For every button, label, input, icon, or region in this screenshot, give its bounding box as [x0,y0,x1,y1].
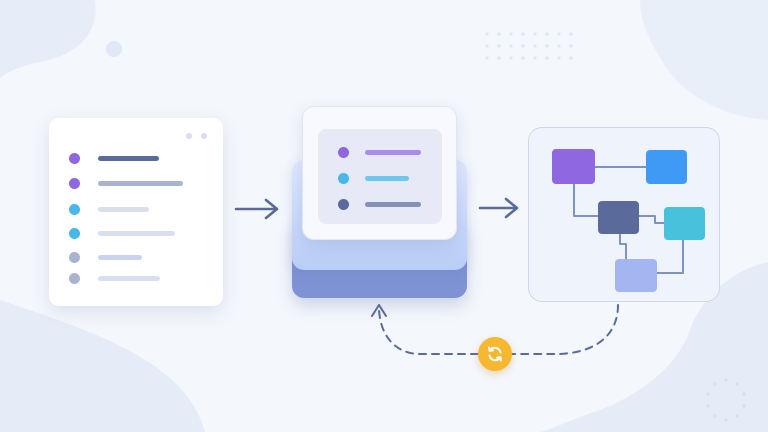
flowchart-card [528,127,720,302]
blob-bottom-left [0,300,205,432]
text-placeholder-line [365,201,421,207]
text-placeholder-line [98,275,160,281]
text-placeholder-line [98,206,149,212]
dot-ring [706,378,746,422]
source-list-card [49,118,223,306]
blob-top-right [640,0,768,120]
bullet-icon [69,177,80,189]
text-placeholder-line [98,180,183,186]
text-placeholder-line [98,230,175,236]
list-item [69,251,142,263]
list-item [69,177,183,189]
navy-node [598,201,639,234]
window-dot-icon [201,133,207,139]
text-placeholder-line [365,149,421,155]
stack-content-panel [318,129,442,224]
list-item [338,146,421,158]
bullet-icon [338,198,349,210]
bullet-icon [69,203,80,215]
list-item [69,152,159,164]
blob-bottom-right [540,262,768,432]
list-item [338,172,409,184]
text-placeholder-line [98,155,159,161]
list-item [69,203,149,215]
bullet-icon [69,152,80,164]
flowchart-connectors [573,166,684,274]
purple-node [552,149,595,184]
text-placeholder-line [98,254,142,260]
list-item [69,272,160,284]
list-item [69,227,175,239]
bullet-icon [69,227,80,239]
refresh-icon-badge [478,337,512,371]
dot-grid [485,32,573,60]
window-dot-icon [186,133,192,139]
bullet-icon [69,272,80,284]
bullet-icon [338,172,349,184]
text-placeholder-line [365,175,409,181]
refresh-icon [488,346,502,362]
blue-node [646,150,687,184]
bullet-icon [338,146,349,158]
bubble [106,41,122,57]
blob-top-left [0,0,96,78]
lavender-node [615,259,657,292]
teal-node [664,207,705,240]
bullet-icon [69,251,80,263]
list-item [338,198,421,210]
